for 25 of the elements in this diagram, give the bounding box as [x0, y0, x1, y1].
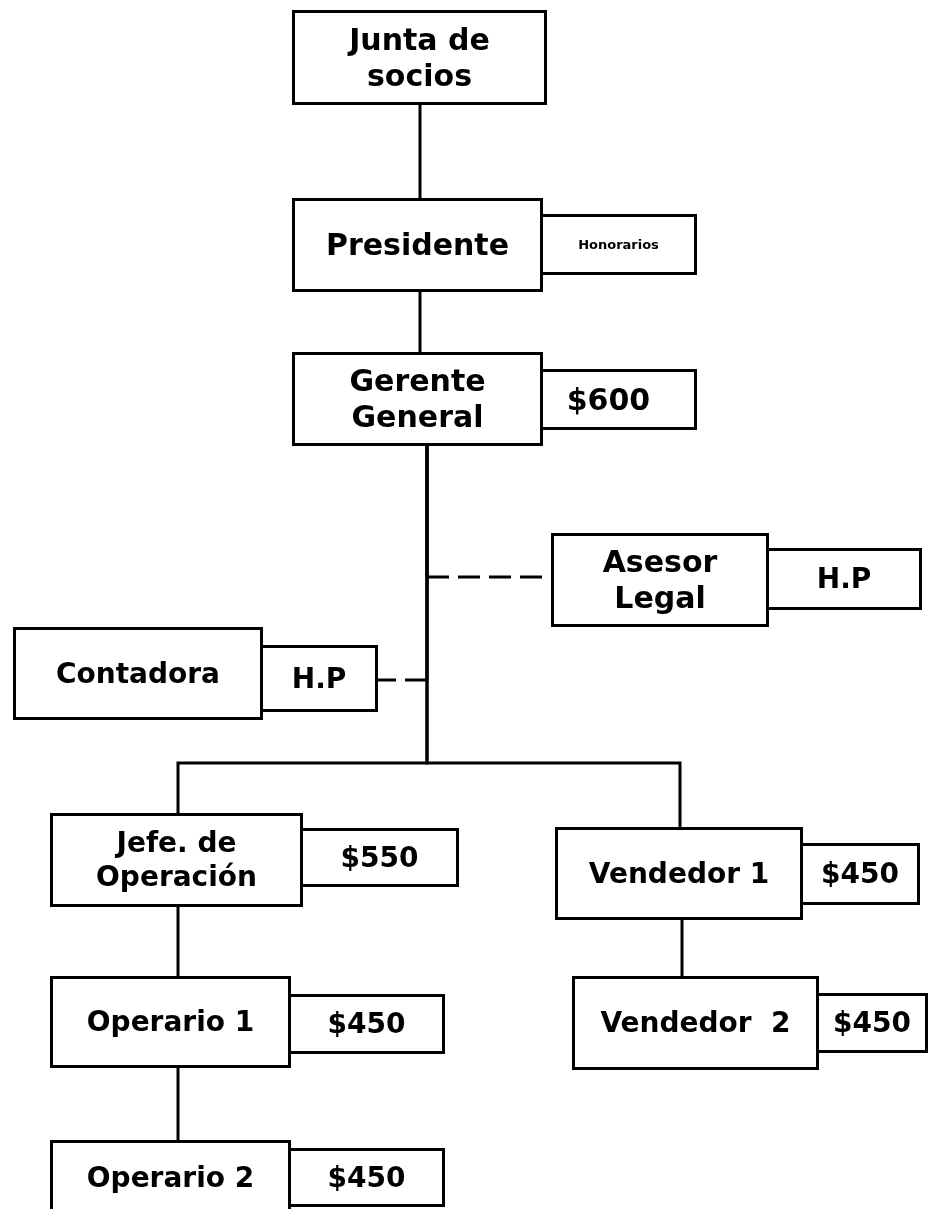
connector-line: [176, 907, 180, 976]
position-box: Operario 2: [50, 1140, 291, 1209]
position-box: Contadora: [13, 627, 263, 720]
position-box: Presidente: [292, 198, 543, 292]
position-box: Operario 1: [50, 976, 291, 1068]
connector-line: [425, 446, 682, 827]
position-box: Vendedor 1: [555, 827, 803, 920]
salary-box: $600: [540, 369, 697, 430]
position-box: Gerente General: [292, 352, 543, 446]
salary-box: $450: [288, 1148, 445, 1207]
connector-line: [418, 292, 422, 352]
salary-box: $450: [288, 994, 445, 1054]
salary-box: Honorarios: [540, 214, 697, 275]
salary-box: $550: [300, 828, 459, 887]
salary-box: $450: [800, 843, 920, 905]
position-box: Junta de socios: [292, 10, 547, 105]
salary-box: $450: [816, 993, 928, 1053]
connector-line: [176, 1068, 180, 1140]
connector-line: [418, 105, 422, 198]
connector-line: [680, 920, 684, 976]
salary-box: H.P: [260, 645, 378, 712]
salary-box: H.P: [766, 548, 922, 610]
position-box: Vendedor 2: [572, 976, 819, 1070]
position-box: Jefe. de Operación: [50, 813, 303, 907]
position-box: Asesor Legal: [551, 533, 769, 627]
